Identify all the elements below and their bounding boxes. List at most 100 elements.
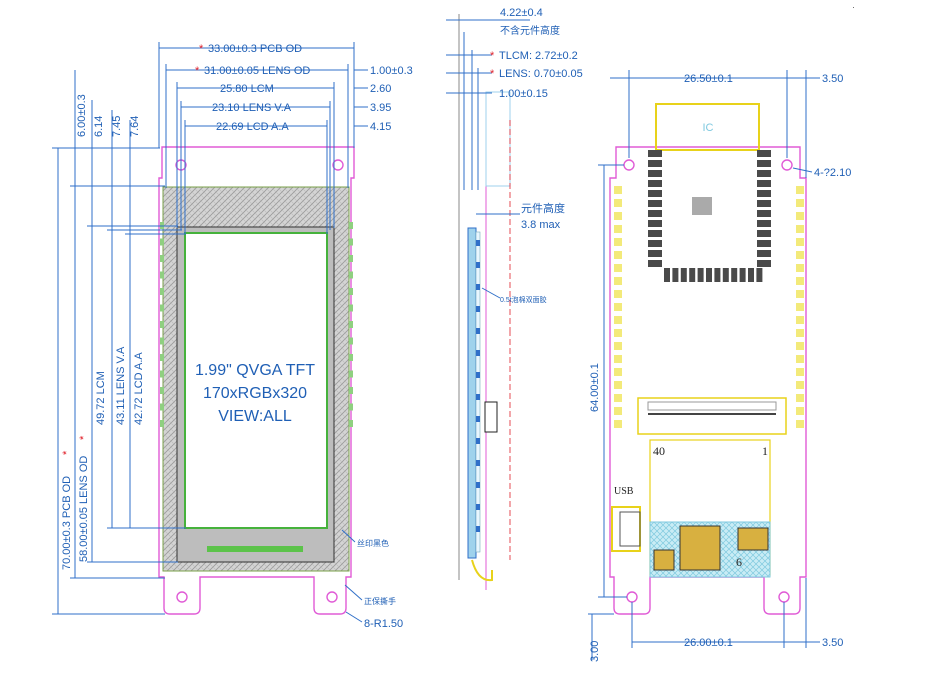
edge-pad [614,199,622,207]
mount-hole [332,159,344,171]
module-pin [757,210,771,217]
side-pad [349,271,353,279]
module-pin [757,200,771,207]
side-pin [476,328,480,334]
mount-hole [778,591,790,603]
fpc-strip [207,546,303,552]
module-pin [757,190,771,197]
corner-mark: · [852,2,855,12]
left-dim-label: * 70.00±0.3 PCB OD [61,450,73,570]
module-pin [648,200,662,207]
mount-hole [626,591,638,603]
side-dim-label: 7.64 [129,116,141,137]
leader-line [344,584,363,601]
screen-text-line3: VIEW:ALL [218,408,292,425]
edge-pad [614,381,622,389]
side-view: 4.22±0.4 不含元件高度 * TLCM: 2.72±0.2 * LENS:… [446,7,583,590]
chip [679,525,721,571]
top-dim-label: 22.69 LCD A.A [216,121,289,133]
module-pin [757,230,771,237]
side-pin [476,504,480,510]
module-pin [689,268,696,282]
side-pin [476,240,480,246]
edge-pad [614,212,622,220]
svg-text:43.11 LENS V.A: 43.11 LENS V.A [115,346,127,425]
side-pad [160,387,164,394]
side-pin [476,372,480,378]
edge-pad [614,277,622,285]
side-pad [160,403,164,411]
edge-pad [796,225,804,233]
edge-pads [614,186,804,428]
tlcm-dim: TLCM: 2.72±0.2 [499,50,578,62]
comp-height-value: 3.8 max [521,219,561,231]
svg-text:3.00: 3.00 [589,641,601,662]
pin-40-label: 40 [653,444,665,458]
edge-pad [614,264,622,272]
module-pin [648,160,662,167]
side-pad [349,337,353,345]
mount-hole [176,591,188,603]
edge-pad [796,199,804,207]
module-pin [757,250,771,257]
edge-pad [614,251,622,259]
lens-dim: LENS: 0.70±0.05 [499,68,583,80]
edge-pad [614,342,622,350]
right-dim-label: 3.95 [370,102,391,114]
side-pad [160,354,164,361]
module-pin [757,220,771,227]
module-pin [648,210,662,217]
side-fpc [471,559,493,582]
edge-pad [614,329,622,337]
side-pins [476,240,480,532]
module-pin [739,268,746,282]
side-pin [476,284,480,290]
left-dim-label: 49.72 LCM [95,371,107,425]
top-dim-label: 25.80 LCM [220,83,274,95]
side-pad [160,370,164,378]
side-pad [349,420,353,427]
module-pin [706,268,712,282]
svg-text:*: * [78,435,90,440]
top-dim-label: * 31.00±0.05 LENS OD [195,65,310,77]
edge-pad [796,238,804,246]
svg-text:7.64: 7.64 [129,116,141,137]
bottom-left-dim: 3.00 [589,641,601,662]
side-lcm [467,227,477,559]
side-pad [349,387,353,394]
edge-pad [614,225,622,233]
svg-text:*: * [199,43,204,55]
side-dim-label: 6.14 [93,116,105,137]
mount-hole [326,591,338,603]
edge-pad [796,186,804,194]
svg-text:64.00±0.1: 64.00±0.1 [589,363,601,412]
side-pad [160,420,164,427]
right-dim-label: 4.15 [370,121,391,133]
module-pin [648,190,662,197]
active-area [184,232,328,529]
bottom-right-dim: 3.50 [822,637,843,649]
edge-pad [614,316,622,324]
screen-text-line2: 170xRGBx320 [203,385,307,402]
edge-pad [796,290,804,298]
leader-line [341,529,356,543]
dim-422: 4.22±0.4 [500,7,543,19]
side-tape [475,231,481,553]
side-component-envelope [485,91,511,187]
side-pad [160,288,164,295]
side-pin [476,438,480,444]
dim-100: 1.00±0.15 [499,88,548,100]
side-component [484,401,498,433]
left-dim-label: * 58.00±0.05 LENS OD [78,435,90,562]
side-pad [349,238,353,246]
module-pin [664,268,670,282]
edge-pad [796,316,804,324]
top-width-dim: 26.50±0.1 [684,73,733,85]
note-422: 不含元件高度 [500,24,560,37]
edge-pad [796,264,804,272]
side-pad [349,255,353,262]
module-pin [722,268,729,282]
side-pad [349,403,353,411]
